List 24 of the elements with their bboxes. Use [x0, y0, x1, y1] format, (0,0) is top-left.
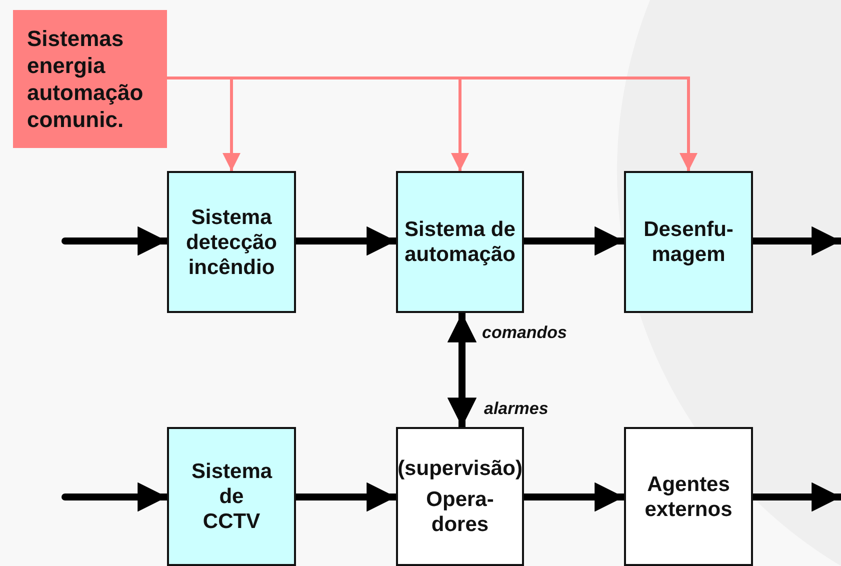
arrow [753, 482, 841, 512]
arrow [524, 482, 624, 512]
node-label: Sistema de automação [404, 217, 516, 267]
arrow [296, 482, 396, 512]
node-label: Sistemas energia automação comunic. [27, 25, 144, 133]
node-label: Opera- dores [425, 487, 495, 537]
process-box [167, 427, 296, 566]
node-label: Sistema de CCTV [192, 459, 272, 534]
arrow [524, 226, 624, 256]
process-box [396, 171, 524, 313]
node-label: Agentes externos [644, 472, 734, 522]
process-box [624, 427, 753, 566]
node-label: Sistema detecção incêndio [184, 204, 278, 280]
source-box [13, 10, 167, 148]
edge-label: comandos [482, 323, 568, 343]
node-label: Desenfu- magem [642, 217, 734, 267]
arrow [447, 313, 477, 427]
node-label: (supervisão) [398, 456, 522, 481]
annotation-label: alarmes [484, 399, 548, 419]
arrow [296, 226, 396, 256]
process-box [396, 427, 524, 566]
process-box [624, 171, 753, 313]
process-box [167, 171, 296, 313]
arrow [753, 226, 841, 256]
